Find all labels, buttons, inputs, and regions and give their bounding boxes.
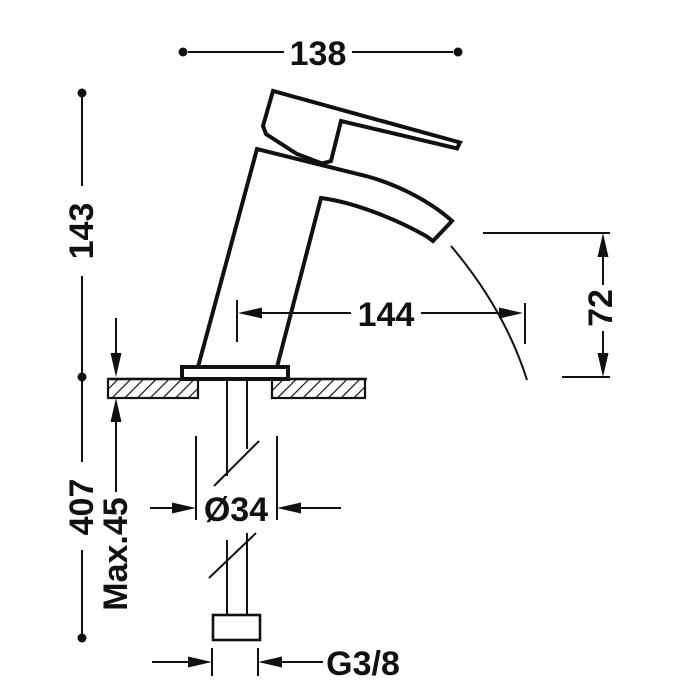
mounting-surface-hatch-right	[270, 377, 367, 400]
dimension-72: 72	[483, 232, 620, 378]
dim-dot	[178, 47, 188, 57]
mounting-surface-hatch-left	[106, 377, 200, 400]
base-plate	[180, 365, 290, 381]
water-trajectory-arc	[450, 245, 528, 381]
faucet-handle-lever	[260, 88, 463, 166]
pipe-break-line-upper	[213, 440, 260, 487]
arrowhead-right	[188, 656, 212, 668]
arrowhead-right	[172, 502, 196, 514]
dim-label-143: 143	[63, 203, 101, 260]
dim-label-138: 138	[290, 35, 347, 73]
dimension-407: 407	[63, 381, 101, 643]
arrowhead-left	[258, 656, 282, 668]
dim-label-407: 407	[63, 479, 101, 536]
arrowhead-up	[597, 233, 609, 257]
dimension-143: 143	[63, 88, 101, 382]
dim-dot	[453, 47, 463, 57]
connector-block	[211, 613, 262, 642]
dim-dot	[77, 372, 87, 382]
arrowhead-right	[499, 307, 523, 319]
mounting-surface	[106, 377, 367, 400]
faucet-outline	[195, 88, 528, 381]
dimension-dia34: Ø34	[150, 436, 341, 529]
dim-label-72: 72	[582, 289, 620, 327]
arrowhead-down	[597, 353, 609, 377]
arrowhead-up	[110, 398, 122, 422]
supply-pipe	[208, 379, 262, 642]
arrowhead-left	[238, 307, 262, 319]
dim-label-g38: G3/8	[326, 645, 400, 683]
pipe-break-line-lower	[208, 532, 257, 579]
dim-label-dia34: Ø34	[204, 491, 268, 529]
dimension-g38: G3/8	[152, 645, 400, 683]
arrowhead-left	[277, 502, 301, 514]
dim-label-144: 144	[358, 296, 415, 334]
dimension-138: 138	[178, 35, 463, 73]
dim-label-max45: Max.45	[97, 497, 135, 610]
arrowhead-down	[110, 353, 122, 377]
dimension-max45: Max.45	[97, 318, 135, 611]
dim-dot	[77, 88, 87, 98]
dim-dot	[77, 633, 87, 643]
dimension-144: 144	[236, 296, 526, 344]
